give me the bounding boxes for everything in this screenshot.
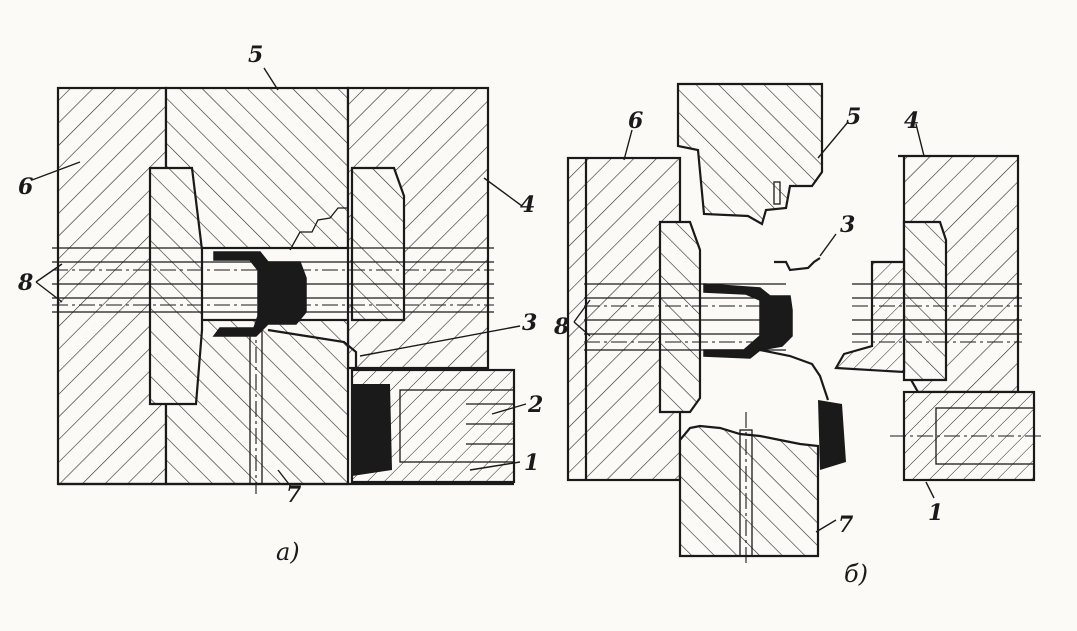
part-3-forging-open [703, 283, 793, 359]
label-a-4: 4 [520, 192, 535, 218]
label-a-8: 8 [17, 270, 33, 296]
view-a: 5 6 4 8 3 2 1 7 а) [17, 42, 543, 566]
tube-black-wall [352, 384, 392, 476]
label-a-7: 7 [286, 482, 302, 508]
part-5-block-open [676, 82, 824, 226]
label-b-5: 5 [846, 104, 861, 130]
bore-lines-8-open [584, 283, 1022, 351]
label-a-3: 3 [522, 310, 537, 336]
part-6-block [56, 86, 168, 486]
right-pin-plate [834, 260, 906, 374]
label-a-1: 1 [524, 450, 539, 476]
left-insert [148, 166, 204, 406]
part-1-black-end [818, 400, 846, 470]
label-b-8: 8 [553, 314, 569, 340]
label-b-1: 1 [928, 500, 943, 526]
label-a-6: 6 [18, 174, 33, 200]
right-insert-open [902, 220, 948, 382]
part-7-block-open [678, 424, 820, 558]
cavity-step-top [289, 207, 348, 251]
left-insert-open [658, 220, 702, 414]
right-insert [350, 166, 406, 322]
label-b-3: 3 [840, 212, 855, 238]
tube-bore [399, 389, 515, 463]
caption-b: б) [844, 560, 868, 588]
flash-arm-open [759, 348, 830, 401]
caption-a: а) [276, 538, 300, 566]
label-b-6: 6 [628, 108, 643, 134]
view-b: 6 5 4 3 8 7 1 б) [553, 82, 1042, 588]
label-b-4: 4 [904, 108, 919, 134]
small-forging-top [774, 257, 821, 272]
bore-lines-8 [52, 247, 494, 313]
label-b-7: 7 [838, 512, 854, 538]
flash-arm [267, 328, 358, 372]
label-a-2: 2 [527, 392, 543, 418]
label-a-5: 5 [248, 42, 263, 68]
